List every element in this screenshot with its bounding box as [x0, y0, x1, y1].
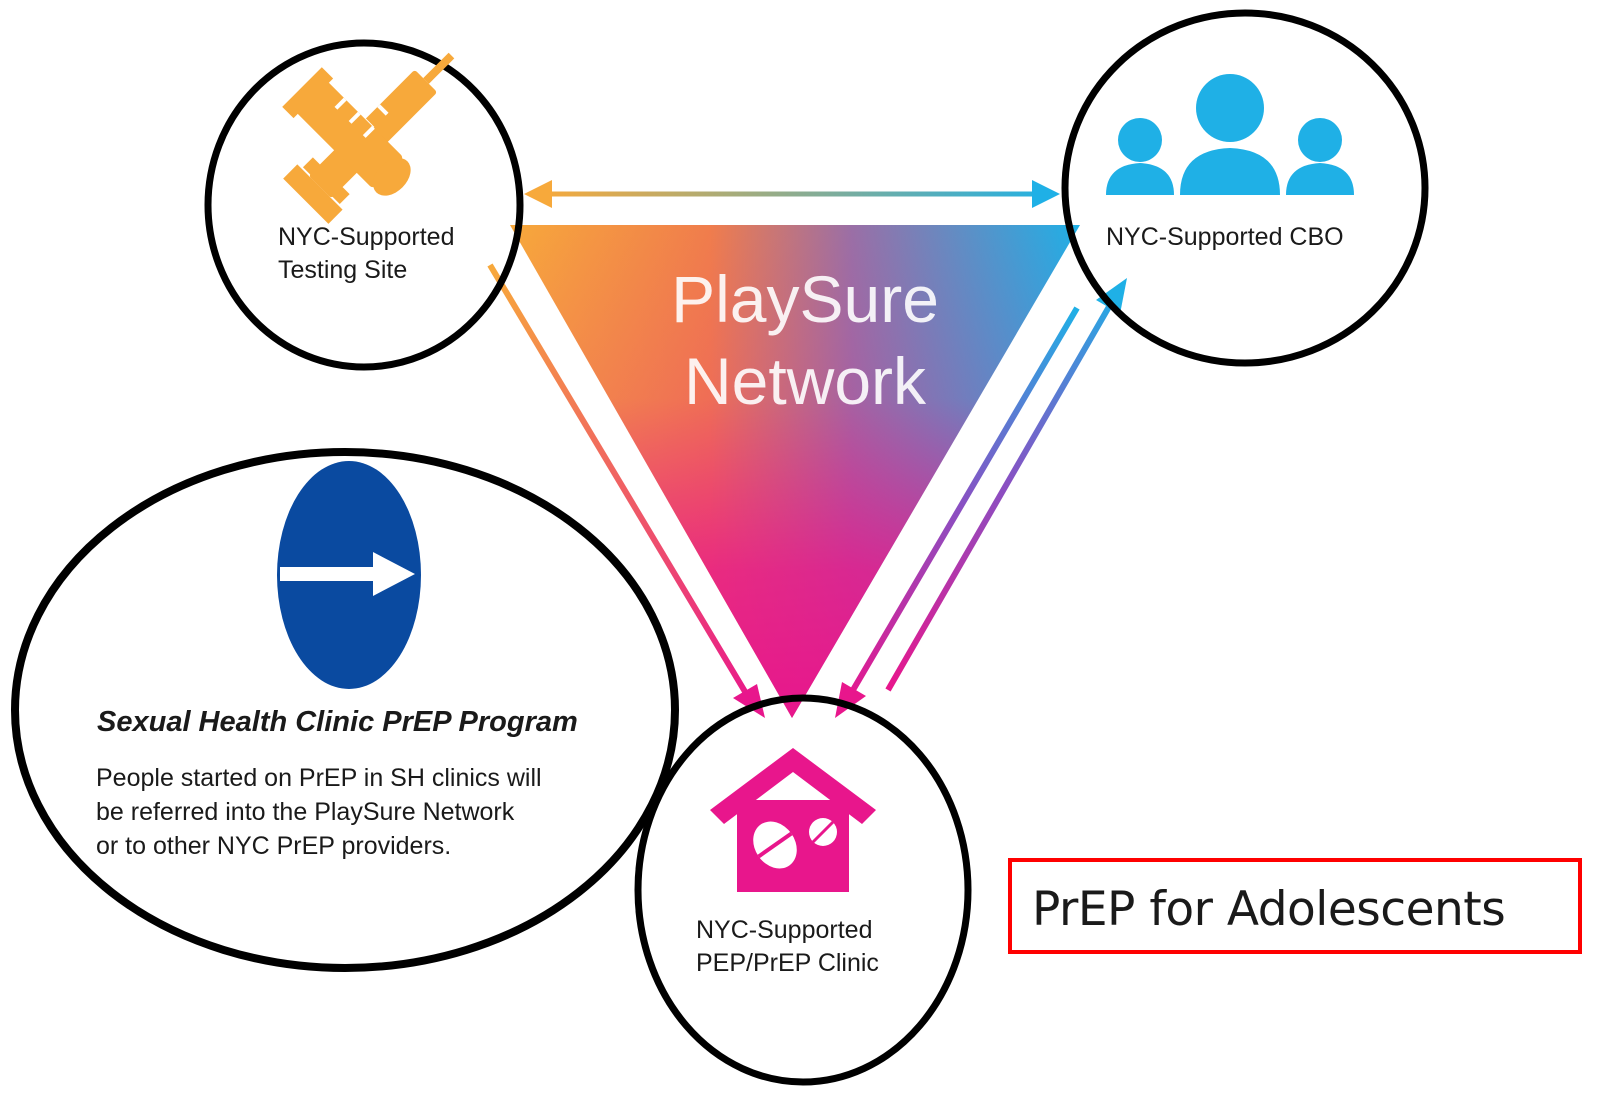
testing-site-label-line2: Testing Site — [278, 256, 408, 284]
clinic-label-line2: PEP/PrEP Clinic — [696, 949, 879, 977]
prep-adolescents-callout: PrEP for Adolescents — [1008, 858, 1582, 954]
sh-program-circle — [11, 448, 679, 972]
network-title-line2: Network — [683, 344, 927, 418]
people-group-icon — [1106, 74, 1354, 195]
arrow-cbo-clinic — [835, 306, 1080, 718]
sh-program-description: People started on PrEP in SH clinics wil… — [96, 761, 656, 863]
sh-program-title: Sexual Health Clinic PrEP Program — [97, 706, 578, 738]
arrow-testing-clinic — [487, 263, 765, 718]
arrow-clinic-cbo — [885, 278, 1127, 692]
cbo-circle — [1061, 9, 1429, 367]
sh-program-desc-line: People started on PrEP in SH clinics wil… — [96, 764, 542, 792]
arrow-oval-icon — [277, 461, 421, 689]
playsure-triangle — [510, 225, 1080, 718]
clinic-label-line1: NYC-Supported — [696, 916, 873, 944]
house-pills-icon — [710, 748, 876, 892]
testing-site-label: NYC-Supported Testing Site — [278, 221, 454, 287]
callout-label: PrEP for Adolescents — [1032, 882, 1506, 937]
clinic-circle — [634, 694, 972, 1086]
syringe-tube-icon — [282, 52, 455, 224]
testing-site-circle — [204, 39, 524, 371]
sh-program-desc-line: or to other NYC PrEP providers. — [96, 832, 452, 860]
cbo-label: NYC-Supported CBO — [1106, 221, 1344, 254]
clinic-label: NYC-Supported PEP/PrEP Clinic — [696, 914, 879, 980]
sh-program-desc-line: be referred into the PlaySure Network — [96, 798, 515, 826]
arrow-testing-cbo — [524, 180, 1060, 208]
network-title-line1: PlaySure — [671, 262, 939, 336]
cbo-label-line1: NYC-Supported CBO — [1106, 223, 1344, 251]
testing-site-label-line1: NYC-Supported — [278, 223, 455, 251]
network-title: PlaySure Network — [560, 258, 1050, 422]
